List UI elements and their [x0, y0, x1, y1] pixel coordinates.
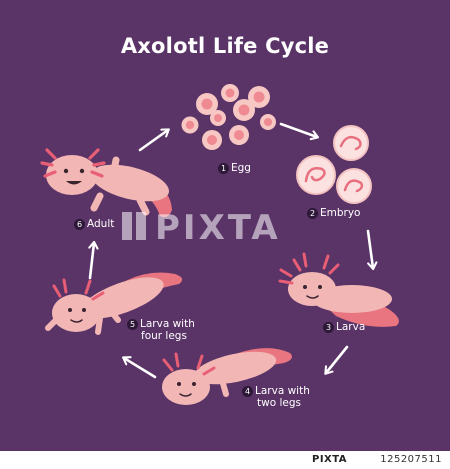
stage-text-line2: two legs	[257, 397, 301, 409]
stage-text: Larva with	[255, 385, 310, 397]
larva-illustration	[278, 252, 399, 327]
stage-text-line2: four legs	[141, 330, 187, 342]
footer-brand: PIXTA	[312, 454, 348, 465]
stage-number-badge: 3	[323, 322, 334, 333]
adult-illustration	[40, 148, 172, 218]
arrow-two-legs-to-four-legs	[122, 356, 157, 379]
stage-number-badge: 4	[242, 386, 253, 397]
stage-text: Embryo	[320, 207, 361, 219]
larva-two-legs-illustration	[162, 348, 292, 405]
arrow-embryo-to-larva	[366, 229, 378, 271]
embryo-cluster	[296, 125, 372, 204]
larva-four-legs-illustration	[45, 272, 183, 335]
watermark-logo	[122, 212, 146, 240]
diagram-title: Axolotl Life Cycle	[120, 34, 330, 58]
watermark-text: PIXTA	[155, 208, 281, 248]
arrow-egg-to-embryo	[279, 122, 320, 141]
stage-text: Larva	[336, 321, 366, 333]
stage-number-badge: 2	[307, 208, 318, 219]
arrow-four-legs-to-adult	[88, 240, 99, 280]
stage-number-badge: 1	[218, 163, 229, 174]
egg-cluster	[181, 84, 276, 150]
stage-number-badge: 6	[74, 219, 85, 230]
stage-text: Adult	[87, 218, 115, 230]
stage-number-badge: 5	[127, 319, 138, 330]
footer-bar: PIXTA 125207511	[0, 451, 450, 469]
stage-text: Larva with	[140, 318, 195, 330]
footer-image-id: 125207511	[380, 454, 442, 465]
stage-text: Egg	[231, 162, 251, 174]
diagram-artwork	[40, 84, 399, 405]
arrow-larva-to-two-legs	[324, 345, 349, 375]
arrow-adult-to-egg	[138, 128, 170, 152]
